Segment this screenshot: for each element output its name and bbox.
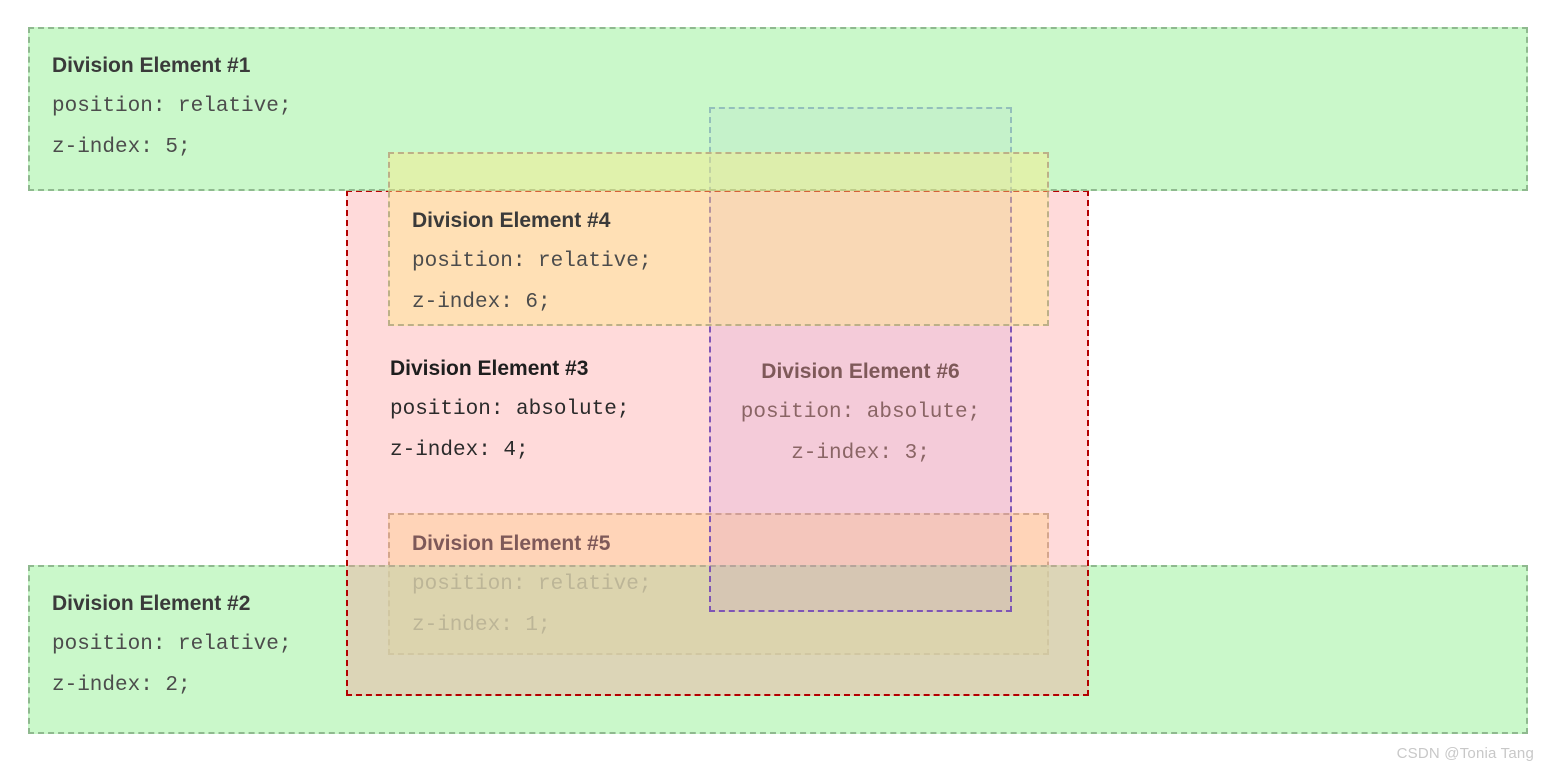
division-element-1: Division Element #1 position: relative; … [28, 27, 1528, 191]
division-element-3-title: Division Element #3 [390, 357, 589, 380]
spacer [52, 117, 1526, 137]
division-element-6-title: Division Element #6 [761, 360, 960, 383]
division-element-2-position: position: relative; [52, 633, 292, 656]
division-element-2-title: Division Element #2 [52, 592, 251, 615]
division-element-4-zindex: z-index: 6; [412, 291, 551, 314]
division-element-5-title: Division Element #5 [412, 532, 611, 555]
csdn-watermark: CSDN @Tonia Tang [1396, 745, 1534, 762]
spacer [390, 420, 1087, 440]
division-element-4: Division Element #4 position: relative; … [388, 152, 1049, 326]
spacer [52, 76, 1526, 96]
division-element-4-position: position: relative; [412, 250, 652, 273]
division-element-1-title: Division Element #1 [52, 54, 251, 77]
division-element-1-position: position: relative; [52, 95, 292, 118]
division-element-6-position: position: absolute; [740, 401, 981, 424]
spacer [412, 272, 1047, 292]
spacer [412, 231, 1047, 251]
division-element-3-zindex: z-index: 4; [390, 439, 529, 462]
division-element-6-zindex: z-index: 3; [791, 442, 930, 465]
division-element-4-title: Division Element #4 [412, 209, 611, 232]
division-element-2: Division Element #2 position: relative; … [28, 565, 1528, 734]
division-element-3: Division Element #3 position: absolute; … [346, 190, 1089, 696]
spacer [390, 379, 1087, 399]
division-element-1-zindex: z-index: 5; [52, 136, 191, 159]
division-element-2-zindex: z-index: 2; [52, 674, 191, 697]
division-element-3-position: position: absolute; [390, 398, 630, 421]
